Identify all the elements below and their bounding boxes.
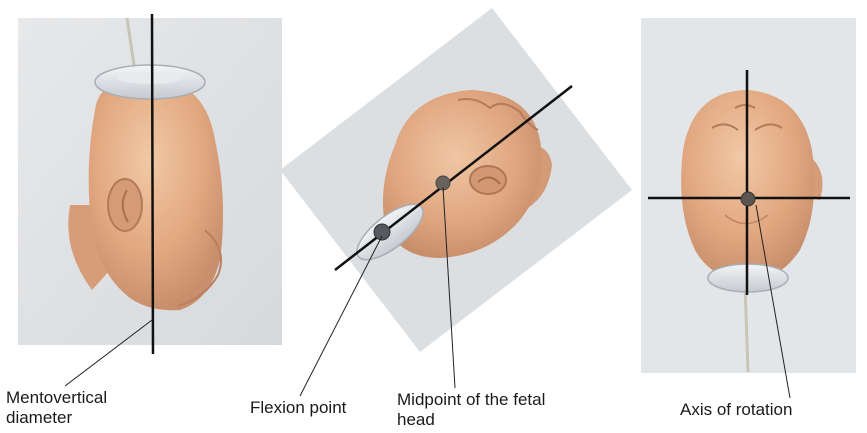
panel-rotation bbox=[641, 18, 856, 398]
flexion-pointer bbox=[300, 236, 382, 396]
label-mentovertical-diameter: Mentovertical diameter bbox=[6, 388, 107, 428]
label-axis-of-rotation: Axis of rotation bbox=[680, 400, 792, 420]
axis-of-rotation-marker bbox=[741, 192, 755, 206]
label-mentovertical-line2: diameter bbox=[6, 408, 107, 428]
ear-icon bbox=[470, 166, 506, 194]
label-midpoint: Midpoint of the fetal head bbox=[397, 390, 545, 430]
ear-icon bbox=[108, 179, 142, 231]
panel-mentovertical bbox=[18, 14, 282, 386]
label-flexion-point: Flexion point bbox=[250, 398, 346, 418]
mentovertical-diameter-line bbox=[152, 14, 153, 354]
label-mentovertical-line1: Mentovertical bbox=[6, 388, 107, 408]
label-midpoint-line2: head bbox=[397, 410, 545, 430]
label-midpoint-line1: Midpoint of the fetal bbox=[397, 390, 545, 410]
flexion-point-marker bbox=[374, 224, 390, 240]
panel-flexion bbox=[280, 8, 632, 396]
